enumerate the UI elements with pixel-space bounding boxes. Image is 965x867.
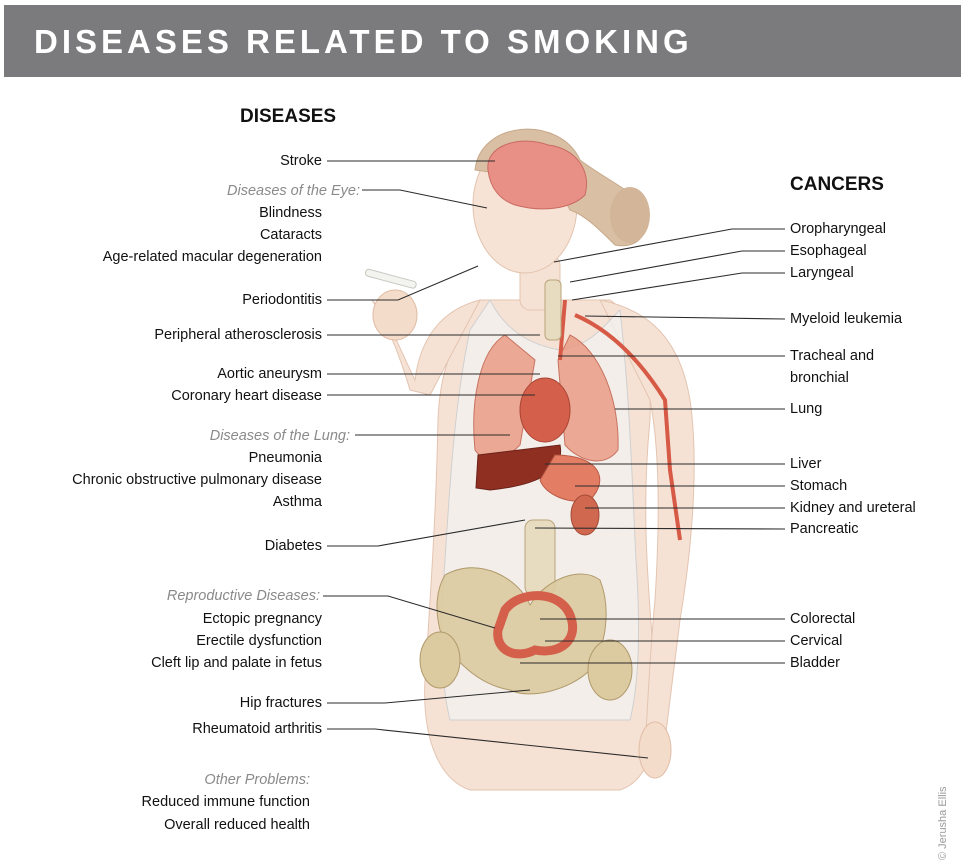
- label-stroke: Stroke: [280, 152, 322, 170]
- label-coronary-heart-disease: Coronary heart disease: [171, 387, 322, 405]
- label-pneumonia: Pneumonia: [249, 449, 322, 467]
- label-overall-reduced-health: Overall reduced health: [164, 816, 310, 834]
- label-erectile-dysfunction: Erectile dysfunction: [196, 632, 322, 650]
- heart: [520, 378, 570, 442]
- kidney: [571, 495, 599, 535]
- label-ectopic-pregnancy: Ectopic pregnancy: [203, 610, 322, 628]
- label-peripheral-atherosclerosis: Peripheral atherosclerosis: [154, 326, 322, 344]
- label-aortic-aneurysm: Aortic aneurysm: [217, 365, 322, 383]
- label-hip-fractures: Hip fractures: [240, 694, 322, 712]
- raised-hand: [365, 269, 417, 340]
- label-blindness: Blindness: [259, 204, 322, 222]
- label-colorectal: Colorectal: [790, 610, 855, 628]
- label-stomach: Stomach: [790, 477, 847, 495]
- artist-credit: © Jerusha Ellis: [937, 786, 949, 860]
- label-reduced-immune-function: Reduced immune function: [142, 793, 310, 811]
- label-cataracts: Cataracts: [260, 226, 322, 244]
- label-laryngeal: Laryngeal: [790, 264, 854, 282]
- label-pancreatic: Pancreatic: [790, 520, 859, 538]
- diseases-heading: DISEASES: [240, 106, 336, 128]
- category-other: Other Problems:: [204, 771, 310, 789]
- label-periodontitis: Periodontitis: [242, 291, 322, 309]
- cancers-heading: CANCERS: [790, 174, 884, 196]
- label-copd: Chronic obstructive pulmonary disease: [72, 471, 322, 489]
- label-bladder: Bladder: [790, 654, 840, 672]
- category-lung: Diseases of the Lung:: [210, 427, 350, 445]
- label-oropharyngeal: Oropharyngeal: [790, 220, 886, 238]
- label-esophageal: Esophageal: [790, 242, 867, 260]
- label-bronchial: bronchial: [790, 369, 849, 387]
- label-rheumatoid-arthritis: Rheumatoid arthritis: [192, 720, 322, 738]
- label-cervical: Cervical: [790, 632, 842, 650]
- category-reproductive: Reproductive Diseases:: [167, 587, 320, 605]
- label-lung: Lung: [790, 400, 822, 418]
- label-kidney-ureteral: Kidney and ureteral: [790, 499, 916, 517]
- label-tracheal: Tracheal and: [790, 347, 874, 365]
- lowered-hand: [639, 722, 671, 778]
- label-liver: Liver: [790, 455, 821, 473]
- label-asthma: Asthma: [273, 493, 322, 511]
- label-diabetes: Diabetes: [265, 537, 322, 555]
- label-macular-degeneration: Age-related macular degeneration: [103, 248, 322, 266]
- label-myeloid-leukemia: Myeloid leukemia: [790, 310, 902, 328]
- category-eye: Diseases of the Eye:: [227, 182, 360, 200]
- label-cleft-lip: Cleft lip and palate in fetus: [151, 654, 322, 672]
